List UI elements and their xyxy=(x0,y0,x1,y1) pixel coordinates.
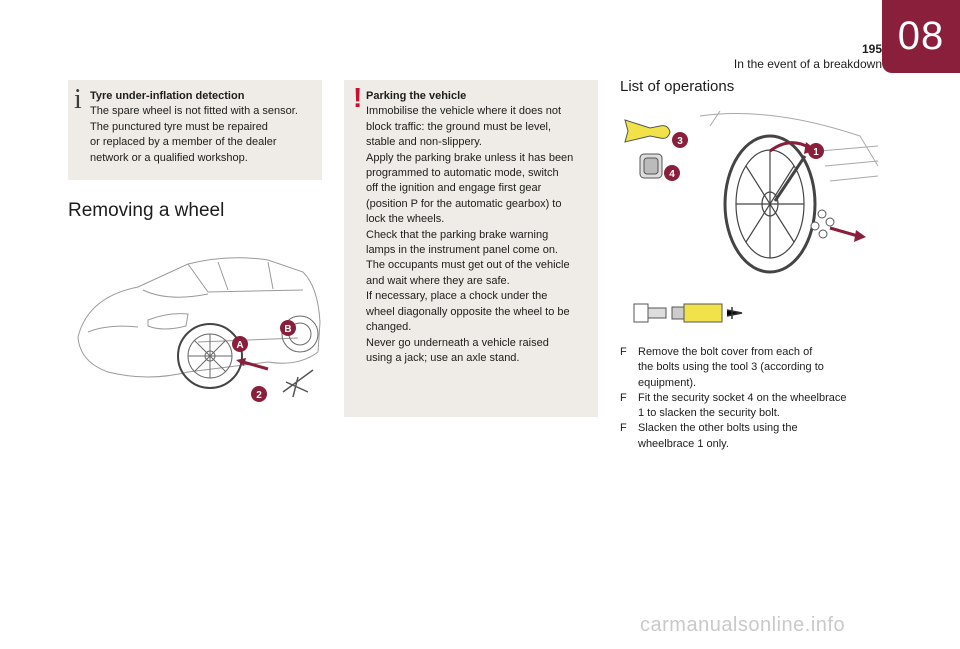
operation-item: F Slacken the other bolts using the whee… xyxy=(620,421,880,452)
warning-line: Apply the parking brake unless it has be… xyxy=(366,151,574,164)
svg-text:2: 2 xyxy=(256,390,262,401)
warning-line: and wait where they are safe. xyxy=(366,274,510,287)
label-2: 2 xyxy=(251,386,267,402)
warning-line: (position P for the automatic gearbox) t… xyxy=(366,197,562,210)
info-box-title: Tyre under-inflation detection xyxy=(90,90,245,102)
label-1: 1 xyxy=(808,143,824,159)
page-number: 195 xyxy=(861,42,882,56)
section-title: In the event of a breakdown xyxy=(733,57,882,71)
warning-icon: ! xyxy=(353,82,363,113)
label-4: 4 xyxy=(664,165,680,181)
operation-item: F Remove the bolt cover from each of the… xyxy=(620,345,880,391)
heading-list-of-operations: List of operations xyxy=(620,78,735,95)
warning-line: If necessary, place a chock under the xyxy=(366,290,548,303)
warning-line: Check that the parking brake warning xyxy=(366,228,549,241)
chapter-tab: 08 xyxy=(882,0,960,73)
warning-box: ! Parking the vehicle Immobilise the veh… xyxy=(344,80,598,417)
svg-text:4: 4 xyxy=(669,169,675,180)
info-box-line: network or a qualified workshop. xyxy=(90,151,248,164)
tool-3 xyxy=(624,119,671,143)
svg-text:1: 1 xyxy=(813,147,819,158)
operation-line: Slacken the other bolts using the xyxy=(638,422,798,435)
svg-text:3: 3 xyxy=(677,136,683,147)
warning-line: lock the wheels. xyxy=(366,213,445,226)
info-box-line: The punctured tyre must be repaired xyxy=(90,120,268,133)
label-b: B xyxy=(280,320,296,336)
info-box-line: or replaced by a member of the dealer xyxy=(90,136,277,149)
warning-line: using a jack; use an axle stand. xyxy=(366,351,520,364)
svg-text:B: B xyxy=(284,324,291,335)
warning-line: changed. xyxy=(366,321,412,334)
operation-line: 1 to slacken the security bolt. xyxy=(638,407,780,420)
label-3: 3 xyxy=(672,132,688,148)
warning-line: lamps in the instrument panel come on. xyxy=(366,244,558,257)
operations-list: F Remove the bolt cover from each of the… xyxy=(620,345,880,452)
socket-4 xyxy=(639,153,663,179)
operation-line: Remove the bolt cover from each of xyxy=(638,346,813,358)
bullet-marker: F xyxy=(620,391,627,404)
warning-line: The occupants must get out of the vehicl… xyxy=(366,259,570,272)
operation-item: F Fit the security socket 4 on the wheel… xyxy=(620,391,880,422)
car-jack-illustration: A B 2 xyxy=(77,257,321,402)
warning-box-title: Parking the vehicle xyxy=(366,90,467,102)
warning-line: off the ignition and engage first gear xyxy=(366,182,542,195)
warning-line: stable and non-slippery. xyxy=(366,136,482,149)
operation-line: the bolts using the tool 3 (according to xyxy=(638,361,824,374)
socket-bolt-illustration xyxy=(633,303,743,323)
warning-line: Immobilise the vehicle where it does not xyxy=(366,105,562,118)
operation-line: wheelbrace 1 only. xyxy=(638,437,729,450)
bullet-marker: F xyxy=(620,422,627,435)
warning-line: programmed to automatic mode, switch xyxy=(366,167,559,180)
operation-line: Fit the security socket 4 on the wheelbr… xyxy=(638,391,847,404)
warning-line: block traffic: the ground must be level, xyxy=(366,120,552,133)
warning-line: Never go underneath a vehicle raised xyxy=(366,336,549,349)
bullet-marker: F xyxy=(620,346,627,358)
warning-line: wheel diagonally opposite the wheel to b… xyxy=(366,305,570,318)
info-box-line: The spare wheel is not fitted with a sen… xyxy=(90,105,298,118)
wheelbrace-illustration: 3 4 1 xyxy=(624,110,879,274)
label-a: A xyxy=(232,336,248,352)
svg-text:A: A xyxy=(236,340,243,351)
warning-box-text: Parking the vehicle Immobilise the vehic… xyxy=(366,89,594,366)
operation-line: equipment). xyxy=(638,376,697,389)
info-box-text: Tyre under-inflation detection The spare… xyxy=(90,89,318,166)
info-icon: i xyxy=(74,84,82,115)
heading-removing-wheel: Removing a wheel xyxy=(68,200,225,221)
info-box: i Tyre under-inflation detection The spa… xyxy=(68,80,322,180)
watermark: carmanualsonline.info xyxy=(640,614,846,636)
